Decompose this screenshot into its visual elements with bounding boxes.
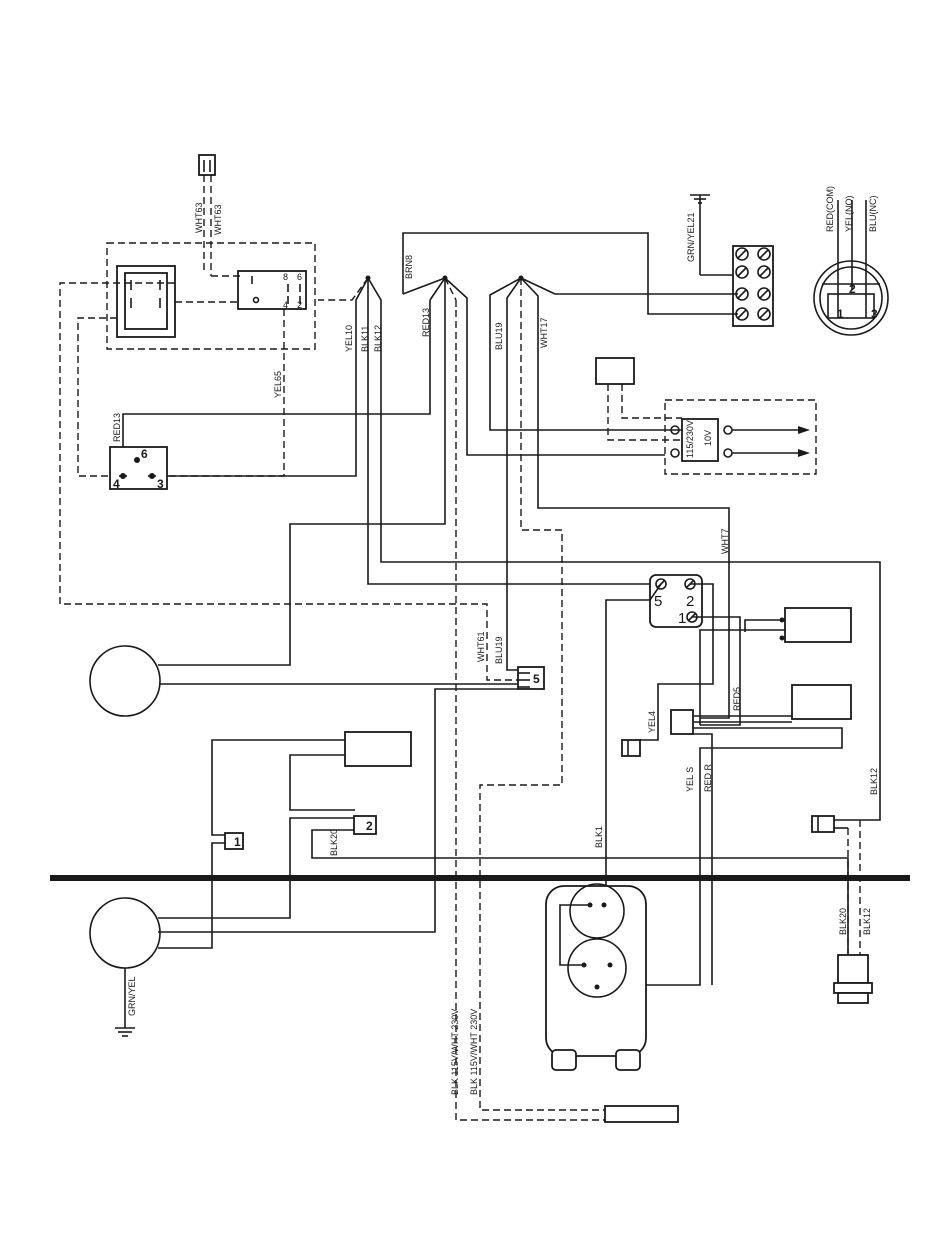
- label-yel-no: YEL(NO): [844, 195, 854, 232]
- top-plug-body: [199, 155, 215, 175]
- label-blk20-bottom: BLK20: [838, 908, 848, 935]
- label-red-com: RED(COM): [825, 186, 835, 232]
- fan-capacitor: [345, 732, 411, 766]
- label-blk115-b: BLK 115V/WHT 230V: [469, 1009, 479, 1095]
- fan-motor-bottom-circle: [90, 898, 160, 968]
- switch-terminal-8: 8: [283, 272, 288, 282]
- label-blk11: BLK11: [360, 326, 370, 352]
- thermostat-terminal-5: 5: [654, 593, 662, 610]
- label-red-r: RED R: [703, 763, 713, 792]
- label-red13-left: RED13: [112, 413, 122, 442]
- connector-5: 5 WHT61 BLU19: [158, 631, 544, 932]
- pressure-terminal-2: 2: [849, 282, 856, 296]
- label-grn-yel21: GRN/YEL21: [686, 212, 696, 262]
- label-wht63-a: WHT63: [194, 202, 204, 233]
- sensor-body: [838, 955, 868, 983]
- connector-2-body: [354, 816, 376, 834]
- label-wht61: WHT61: [476, 631, 486, 662]
- control-board: [596, 358, 634, 384]
- yel4-connector: [622, 740, 640, 756]
- blk12-connector: [812, 816, 834, 832]
- relay: 6 4 3 RED13: [110, 413, 167, 491]
- fan-motor-top: [90, 646, 160, 716]
- label-blk12-bottom: BLK12: [862, 908, 872, 935]
- connector-5-label: 5: [533, 672, 540, 686]
- compressor: BLK1: [546, 826, 646, 1070]
- pressure-switch-outer: [814, 261, 888, 335]
- relay-terminal-4: 4: [113, 477, 120, 491]
- power-cord-end: [605, 1106, 678, 1122]
- connector-5-body: [518, 667, 544, 689]
- connector-1-label: 1: [234, 835, 241, 849]
- thermostat-terminal-2: 2: [686, 593, 694, 610]
- label-blk12-right: BLK12: [869, 768, 879, 795]
- connector-2-label: 2: [366, 819, 373, 833]
- label-wht17: WHT17: [539, 317, 549, 348]
- relay-terminal-6: 6: [141, 447, 148, 461]
- label-blk1: BLK1: [594, 826, 604, 848]
- label-blu19-mid: BLU19: [494, 636, 504, 664]
- thermostat-terminal-1: 1: [678, 610, 686, 627]
- bottom-sensor: BLK20 BLK12: [834, 820, 872, 1003]
- switch-terminal-6: 6: [297, 272, 302, 282]
- relay-terminal-3: 3: [157, 477, 164, 491]
- middle-components: 2 1 BLK20: [158, 732, 848, 975]
- label-blk20-left: BLK20: [329, 829, 339, 856]
- label-yel4: YEL4: [647, 711, 657, 733]
- label-red13-top: RED13: [421, 308, 431, 337]
- top-wiring: BRN8 RED13 BLU19 WHT17 YEL10 BLK11 BLK12: [123, 233, 880, 1110]
- label-brn8: BRN8: [404, 255, 414, 279]
- label-yel65: YEL65: [273, 371, 283, 398]
- label-blk115-a: BLK 115V/WHT 230V: [450, 1009, 460, 1095]
- label-blk12-top: BLK12: [373, 325, 383, 352]
- selector-switch: [238, 271, 306, 309]
- fan-motor-bottom: GRN/YEL: [90, 898, 160, 1036]
- separator-bar: [50, 875, 910, 881]
- label-blu19-top: BLU19: [494, 322, 504, 350]
- terminal-block: GRN/YEL21: [686, 195, 773, 326]
- relay-connector: [671, 710, 693, 734]
- label-wht63-b: WHT63: [213, 204, 223, 235]
- label-wht7: WHT7: [720, 529, 730, 555]
- pressure-terminal-1: 1: [837, 307, 844, 321]
- label-yel-s: YEL S: [685, 767, 695, 792]
- pressure-switch: 2 1 3 RED(COM) YEL(NO) BLU(NC): [814, 186, 888, 335]
- pressure-terminal-3: 3: [871, 307, 878, 321]
- capacitor-run: [785, 608, 851, 642]
- top-plug: WHT63 WHT63: [194, 155, 240, 276]
- transformer-label-10: 10V: [703, 430, 713, 446]
- transformer-label-115: 115/230V: [685, 420, 695, 458]
- label-grn-yel: GRN/YEL: [127, 976, 137, 1016]
- label-blu-nc: BLU(NC): [868, 195, 878, 232]
- label-red5: RED5: [732, 687, 742, 711]
- start-relay: [792, 685, 851, 719]
- label-yel10: YEL10: [344, 325, 354, 352]
- compressor-body: [546, 886, 646, 1056]
- transformer-module: 115/230V 10V: [596, 358, 816, 474]
